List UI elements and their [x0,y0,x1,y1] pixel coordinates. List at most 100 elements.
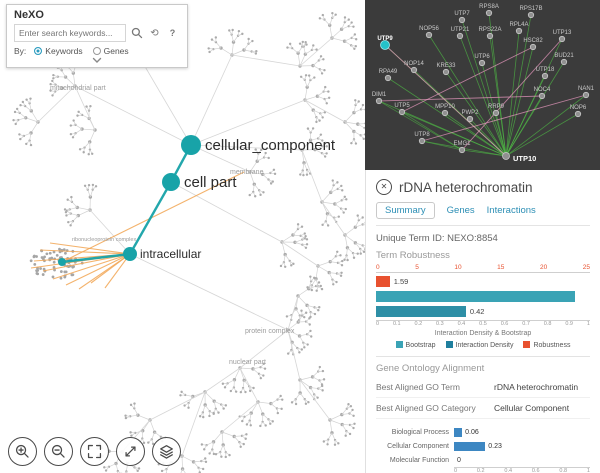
gene-node-RPS22A[interactable] [486,32,494,40]
tab-genes[interactable]: Genes [446,205,475,216]
interaction-density-bar [376,306,466,317]
term-node-cell-part[interactable] [162,173,180,191]
go-alignment-section-title: Gene Ontology Alignment [376,363,485,374]
gene-node-RPL4A[interactable] [515,27,523,35]
gene-label: RPA49 [379,69,398,75]
gene-node-RPS17B[interactable] [527,11,535,19]
gene-node-BUD21[interactable] [560,58,568,66]
term-label[interactable]: intracellular [140,247,201,261]
gene-node-UTP5[interactable] [398,108,406,116]
zoom-out-button[interactable] [44,437,73,466]
help-icon[interactable]: ? [169,28,176,38]
app-title: NeXO [14,9,44,21]
close-button[interactable]: ✕ [376,179,392,195]
legend-item: Robustness [523,341,570,349]
reset-icon[interactable]: ⟲ [150,27,159,39]
robustness-section-title: Term Robustness [376,250,450,261]
gene-label: EMG1 [453,141,471,147]
term-node-anchor[interactable] [58,258,66,266]
layers-button[interactable] [152,437,181,466]
bootstrap-bar [376,291,576,302]
gene-label: UTP6 [474,54,490,60]
robustness-value: 1.59 [393,277,409,286]
radio-genes[interactable]: Genes [92,46,129,56]
gene-node-NOP6[interactable] [574,110,582,118]
gene-label: NOP6 [570,105,587,111]
term-title: rDNA heterochromatin [399,179,533,195]
gene-node-RRP9[interactable] [492,109,500,117]
term-node-intracellular[interactable] [123,247,137,261]
term-label[interactable]: cellular_component [205,137,336,154]
radio-icon[interactable] [34,47,43,55]
gene-label: UTP21 [451,27,470,33]
zoom-out-icon [51,444,65,458]
gene-node-MPP10[interactable] [441,109,449,117]
zoom-in-button[interactable] [8,437,37,466]
gene-node-UTP6[interactable] [478,59,486,67]
collapse-panel-button[interactable] [14,57,180,66]
term-node-cellular_component[interactable] [181,135,201,155]
gene-node-UTP9[interactable] [380,40,390,50]
gene-node-DIM1[interactable] [375,97,383,105]
gene-node-RPA49[interactable] [384,74,392,82]
chevron-down-icon [92,57,102,63]
robustness-axis-caption: Interaction Density & Bootstrap [434,330,532,337]
gene-label: UTP8 [414,132,430,138]
gene-node-UTP8[interactable] [418,137,426,145]
gene-label: BUD21 [554,53,574,59]
search-icon[interactable] [129,26,144,41]
gene-node-PWP2[interactable] [466,115,474,123]
legend-item: Interaction Density [445,341,513,349]
zoom-in-icon [15,444,29,458]
gene-node-NOC4[interactable] [538,92,546,100]
fit-view-button[interactable] [80,437,109,466]
tree-minor-label: mitochondrial part [50,85,106,92]
gene-node-NAN1[interactable] [582,91,590,99]
gene-node-UTP18[interactable] [541,72,549,80]
gene-node-RPS8A[interactable] [485,9,493,17]
table-row: Best Aligned GO Category Cellular Compon… [376,398,590,419]
search-input[interactable] [14,24,126,42]
gene-label: UTP13 [553,30,572,36]
tab-interactions[interactable]: Interactions [486,205,536,216]
tree-minor-label: ribonucleoprotein complex [72,237,136,243]
gene-label: RPS8A [479,4,499,10]
detail-tabs: Summary Genes Interactions [376,202,590,226]
gene-node-UTP13[interactable] [558,35,566,43]
gene-label: NAN1 [578,86,595,92]
expand-all-button[interactable] [116,437,145,466]
radio-icon[interactable] [92,47,101,55]
robustness-bar [376,276,390,287]
gene-label: UTP10 [513,154,536,163]
gene-node-NOP14[interactable] [410,66,418,74]
gene-node-UTP21[interactable] [456,32,464,40]
radio-keywords[interactable]: Keywords [34,46,83,56]
gene-label: NOC4 [534,87,551,93]
gene-label: NOP56 [419,26,439,32]
tab-summary[interactable]: Summary [376,202,435,219]
gene-node-NOP56[interactable] [425,31,433,39]
gene-label: UTP9 [377,36,393,42]
gene-node-EMG1[interactable] [458,146,466,154]
gene-node-HSC82[interactable] [529,43,537,51]
gene-node-KRE33[interactable] [442,68,450,76]
gene-label: DIM1 [372,92,387,98]
gene-node-UTP10[interactable] [502,152,510,160]
gene-node-UTP7[interactable] [458,16,466,24]
gene-label: PWP2 [461,110,479,116]
term-label[interactable]: cell part [184,174,237,191]
